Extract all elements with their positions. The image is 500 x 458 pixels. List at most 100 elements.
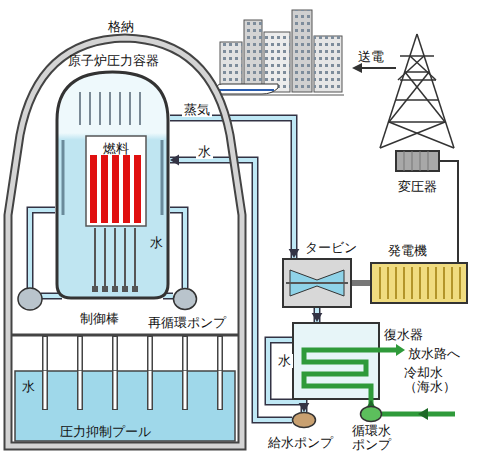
condenser-shape-part bbox=[293, 323, 379, 399]
city-part bbox=[314, 36, 342, 92]
edge-label-holder: 蒸気 bbox=[182, 99, 212, 118]
diaphragm-floor-part bbox=[45, 337, 220, 372]
outfall-label: 放水路へ bbox=[408, 347, 460, 361]
containment-vessel-label-holder: 格納 bbox=[108, 16, 134, 35]
reactor-pressure-vessel-shape-part bbox=[122, 286, 128, 292]
circulating-water-pump-label-holder: 循環水 ポンプ bbox=[352, 424, 394, 453]
reactor-pressure-vessel-label: 原子炉圧力容器 bbox=[68, 54, 159, 68]
city-part bbox=[214, 95, 344, 96]
outfall-label-holder: 放水路へ bbox=[408, 343, 460, 362]
arrowhead bbox=[170, 155, 179, 166]
diaphragm-floor-part bbox=[45, 335, 220, 372]
recirculation-pump-label-holder: 再循環ポンプ bbox=[148, 312, 226, 331]
generator-label-holder: 発電機 bbox=[388, 240, 427, 259]
cooling-water-pipes-part bbox=[418, 408, 428, 420]
condenser-shape-part bbox=[304, 350, 380, 400]
reactor-pressure-vessel-shape-part bbox=[134, 228, 136, 292]
suppression-pool-label: 水 bbox=[22, 380, 35, 394]
edge-label: 蒸気 bbox=[182, 103, 212, 117]
generator-shape-part bbox=[387, 267, 389, 299]
suppression-pool-shape-part bbox=[15, 371, 235, 441]
diaphragm-floor bbox=[12, 335, 238, 372]
control-rod-label: 制御棒 bbox=[80, 312, 119, 326]
fuel-assembly-shape-part bbox=[90, 155, 97, 223]
condenser-shape bbox=[292, 322, 380, 400]
city-part bbox=[218, 89, 274, 91]
connector bbox=[352, 283, 370, 284]
turbine-shape bbox=[282, 258, 352, 308]
suppression-pool-label-holder: 水 bbox=[22, 376, 35, 395]
recirculation-loop-part bbox=[30, 210, 55, 288]
transmission-tower-part bbox=[398, 56, 424, 80]
reactor-pressure-vessel-shape-part bbox=[89, 92, 91, 125]
reactor-pressure-vessel-shape-part bbox=[132, 286, 138, 292]
city-part bbox=[244, 20, 262, 92]
generator-label: 発電機 bbox=[388, 244, 427, 258]
transmission-tower-part bbox=[400, 79, 436, 81]
reactor-pressure-vessel-shape-part bbox=[161, 140, 164, 215]
reactor-pressure-vessel-shape-part bbox=[129, 92, 131, 125]
generator-shape-part bbox=[459, 267, 461, 299]
reactor-pressure-vessel-shape-part bbox=[139, 92, 141, 125]
generator-shape-part bbox=[427, 267, 429, 299]
fuel-assembly-label-holder: 燃料 bbox=[103, 138, 129, 157]
connector bbox=[440, 161, 458, 262]
fuel-assembly: 燃料 bbox=[85, 135, 147, 227]
reactor-pressure-vessel-shape-part bbox=[114, 228, 116, 292]
suppression-pool: 水圧力抑制プール bbox=[14, 370, 236, 442]
edge-label-holder: 水 bbox=[276, 350, 293, 369]
recirculation-loop-part bbox=[30, 210, 55, 288]
fuel-assembly-shape-part bbox=[134, 155, 141, 223]
transmission-tower-part bbox=[389, 72, 429, 122]
turbine-shape-part bbox=[286, 282, 348, 284]
edge-label: 水 bbox=[276, 354, 293, 368]
cooling-water-label: 冷却水 （海水） bbox=[404, 366, 460, 395]
reactor-pressure-vessel-shape-part bbox=[62, 140, 65, 215]
power-arrow bbox=[352, 63, 396, 73]
suppression-pool-label: 圧力抑制プール bbox=[60, 425, 151, 439]
reactor-pressure-vessel-shape-part bbox=[119, 92, 121, 125]
control-rod-label-holder: 制御棒 bbox=[80, 308, 119, 327]
arrowhead bbox=[312, 313, 323, 322]
shaft bbox=[352, 280, 370, 286]
transformer-shape-part bbox=[404, 151, 428, 171]
recirculation-pump-shape bbox=[173, 288, 197, 310]
transmission-tower-part bbox=[405, 71, 429, 73]
edge-label: 水 bbox=[196, 145, 213, 159]
water-label-holder: 水 bbox=[150, 232, 163, 251]
reactor-pressure-vessel-shape-part bbox=[109, 92, 111, 125]
generator-shape-part bbox=[435, 267, 437, 299]
recirculation-pump-label: 再循環ポンプ bbox=[148, 316, 226, 330]
transmission-tower-part bbox=[380, 122, 445, 148]
connector bbox=[312, 308, 323, 322]
wire bbox=[440, 161, 458, 262]
generator-shape-part bbox=[419, 267, 421, 299]
fuel-assembly-shape-part bbox=[123, 155, 130, 223]
generator-shape-part bbox=[403, 267, 405, 299]
transmission-tower-part bbox=[410, 56, 436, 80]
pipe bbox=[170, 210, 185, 288]
reactor-pressure-vessel-shape-part bbox=[112, 286, 118, 292]
suppression-pool-shape-part bbox=[45, 371, 220, 409]
edge-label-holder: 水 bbox=[196, 141, 213, 160]
transformer: 変圧器 bbox=[395, 150, 440, 172]
transformer-label: 変圧器 bbox=[398, 180, 437, 194]
reactor-pressure-vessel-shape-part bbox=[99, 92, 101, 125]
containment-vessel: 格納原子炉圧力容器燃料再循環ポンプ水圧力抑制プール bbox=[4, 34, 246, 450]
cooling-water-pipes-part bbox=[380, 348, 397, 353]
cooling-water-pipes-part bbox=[396, 344, 405, 356]
reactor-pressure-vessel-label-holder: 原子炉圧力容器 bbox=[68, 50, 159, 69]
turbine-shape-part bbox=[283, 259, 351, 307]
feedwater-pump: 給水ポンプ bbox=[292, 412, 316, 428]
turbine-label: タービン bbox=[305, 241, 357, 255]
circulating-water-pump-label: 循環水 ポンプ bbox=[352, 424, 394, 451]
transformer-label-holder: 変圧器 bbox=[398, 176, 437, 195]
feedwater-pump-label-holder: 給水ポンプ bbox=[268, 432, 333, 451]
containment-vessel-shape-part bbox=[8, 38, 242, 446]
city-part bbox=[244, 20, 262, 92]
recirculation-pump-shape-part bbox=[174, 289, 197, 310]
generator: 発電機 bbox=[370, 262, 468, 304]
reactor-pressure-vessel-shape-part bbox=[102, 286, 108, 292]
fuel-assembly-label: 燃料 bbox=[103, 142, 129, 156]
